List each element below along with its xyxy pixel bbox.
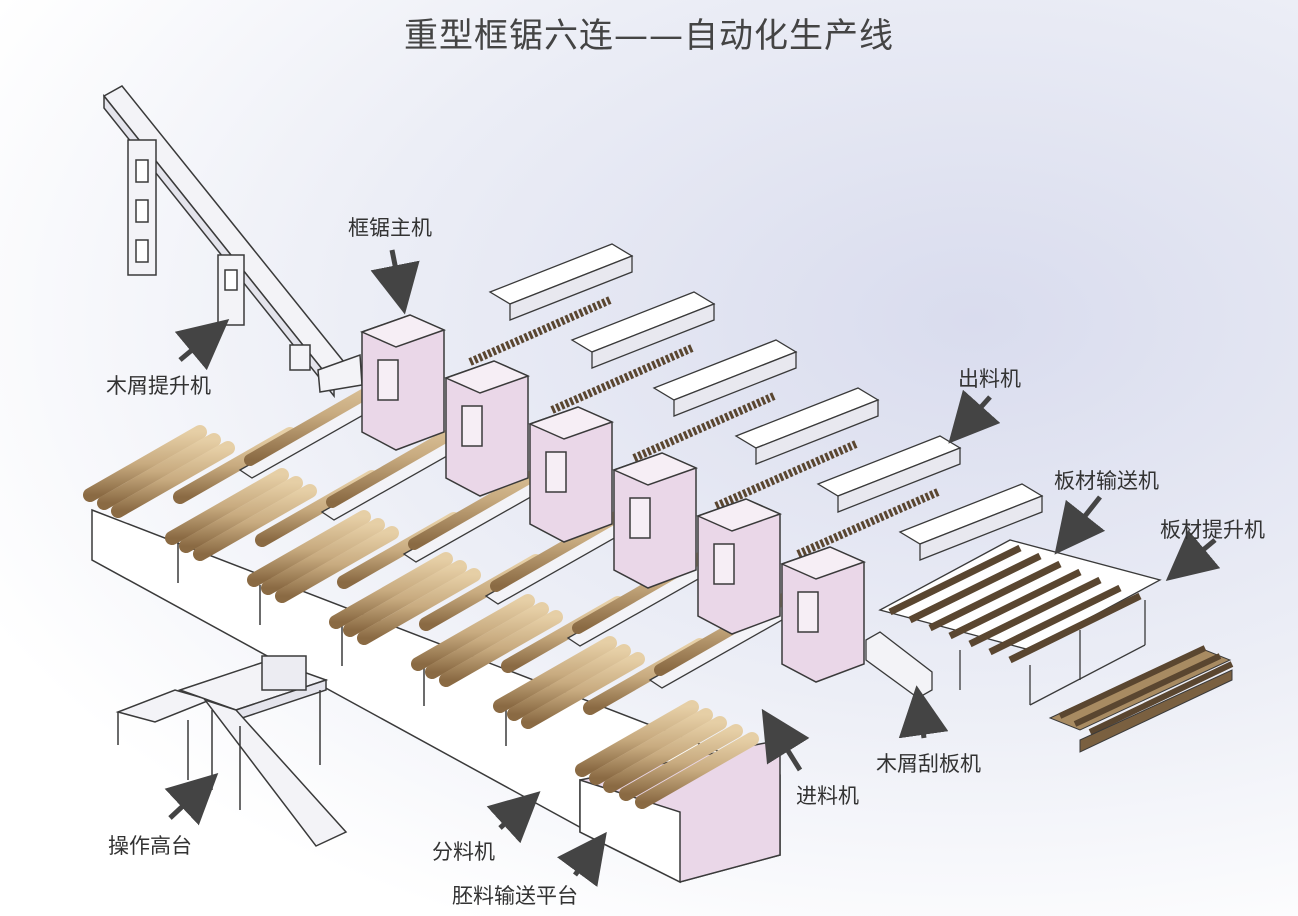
label-board-conveyor: 板材输送机	[1054, 469, 1159, 493]
arrow-dust-scraper	[898, 685, 949, 739]
board-conveyor-machine	[878, 539, 1162, 706]
page-title: 重型框锯六连——自动化生产线	[404, 16, 894, 56]
arrow-main-saw	[370, 249, 420, 315]
arrow-board-conveyor	[1054, 495, 1106, 555]
label-infeed: 进料机	[796, 784, 859, 808]
label-platform: 操作高台	[108, 834, 192, 858]
arrow-platform	[164, 772, 219, 826]
label-dust-lift: 木屑提升机	[106, 374, 211, 398]
operation-platform	[115, 655, 348, 847]
frame-saw-5	[695, 498, 783, 635]
label-splitter: 分料机	[432, 840, 495, 864]
label-blank-conveyor: 胚料输送平台	[452, 884, 578, 908]
frame-saw-2	[443, 360, 531, 497]
frame-saw-1	[359, 314, 447, 451]
frame-saw-3	[527, 406, 615, 543]
arrow-infeed	[761, 708, 810, 772]
arrow-blank-conveyor	[557, 831, 607, 887]
dust-lift-machine	[102, 85, 363, 399]
label-dust-scraper: 木屑刮板机	[876, 752, 981, 776]
log-group-7	[575, 700, 759, 809]
board-lift-machine	[1048, 645, 1234, 753]
frame-saw-4	[611, 452, 699, 589]
label-outfeed: 出料机	[958, 367, 1021, 391]
frame-saw-6	[779, 546, 867, 683]
dust-scraper-machine	[865, 631, 933, 699]
arrow-outfeed	[948, 389, 1001, 444]
arrow-splitter	[486, 791, 541, 844]
outfeed-machines	[468, 243, 1044, 561]
arrow-board-lift	[1165, 529, 1221, 582]
label-board-lift: 板材提升机	[1160, 518, 1265, 542]
label-main-saw: 框锯主机	[348, 216, 432, 240]
arrow-dust-lift	[174, 318, 230, 371]
frame-saws	[359, 314, 867, 683]
pointer-arrows	[164, 249, 1221, 887]
